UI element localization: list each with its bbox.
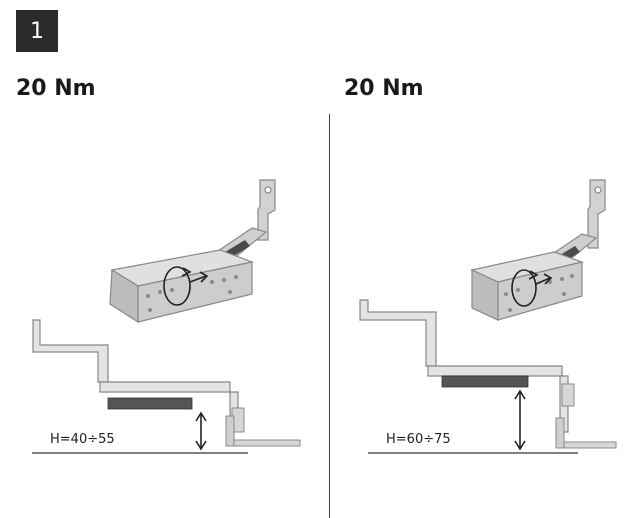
height-range-label-left: H=40÷55 (50, 432, 115, 447)
bracket-assembly-top-right (470, 179, 606, 321)
diagram-left: H=40÷55 (20, 170, 320, 470)
bracket-assembly-top-left (109, 179, 276, 324)
rotate-arrow-icon (511, 269, 553, 307)
panel-divider (329, 114, 330, 518)
roof-hook-illustration-right: H=60÷75 (359, 179, 617, 454)
double-arrow-icon (195, 411, 207, 451)
roof-hook-illustration-left: H=40÷55 (32, 179, 301, 454)
double-arrow-icon (514, 389, 526, 451)
torque-value-right: 20 Nm (344, 76, 424, 101)
torque-value-left: 20 Nm (16, 76, 96, 101)
height-range-label-right: H=60÷75 (386, 432, 451, 447)
rotate-arrow-icon (163, 266, 209, 306)
installed-hook-side-left (32, 319, 301, 447)
step-badge: 1 (16, 10, 58, 52)
step-number: 1 (30, 18, 44, 44)
diagram-right: H=60÷75 (352, 170, 624, 470)
installed-hook-side-right (359, 299, 617, 449)
